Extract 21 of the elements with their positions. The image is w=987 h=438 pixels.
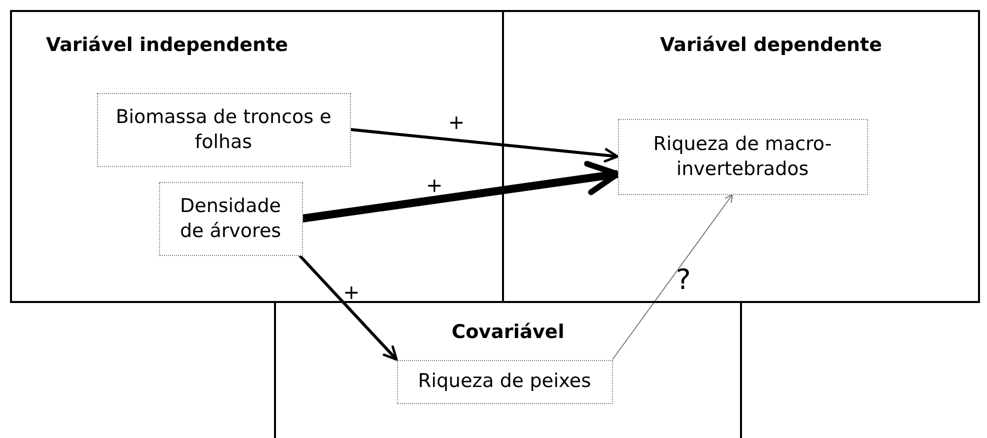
section-heading: Covariável: [452, 321, 564, 343]
edge-label: +: [448, 110, 465, 134]
box-text: Densidade de árvores: [178, 194, 282, 244]
edge-label: +: [426, 173, 443, 197]
variable-box: [158, 182, 302, 256]
section-heading: Variável independente: [46, 34, 288, 56]
box-text: Riqueza de macro-invertebrados: [652, 132, 833, 182]
arrow: [612, 194, 734, 360]
arrow: [298, 254, 398, 361]
variable-box: [396, 360, 612, 404]
edge-label: ?: [676, 263, 691, 296]
section-panel: [10, 10, 504, 303]
variable-box: [96, 92, 350, 166]
box-text: Riqueza de peixes: [418, 369, 591, 394]
section-panel: [502, 10, 980, 303]
section-panel: [274, 301, 742, 438]
edge-label: +: [343, 280, 360, 304]
box-text: Biomassa de troncos e folhas: [114, 104, 332, 154]
arrow: [350, 128, 619, 162]
section-heading: Variável dependente: [660, 34, 882, 56]
variable-box: [618, 118, 868, 194]
